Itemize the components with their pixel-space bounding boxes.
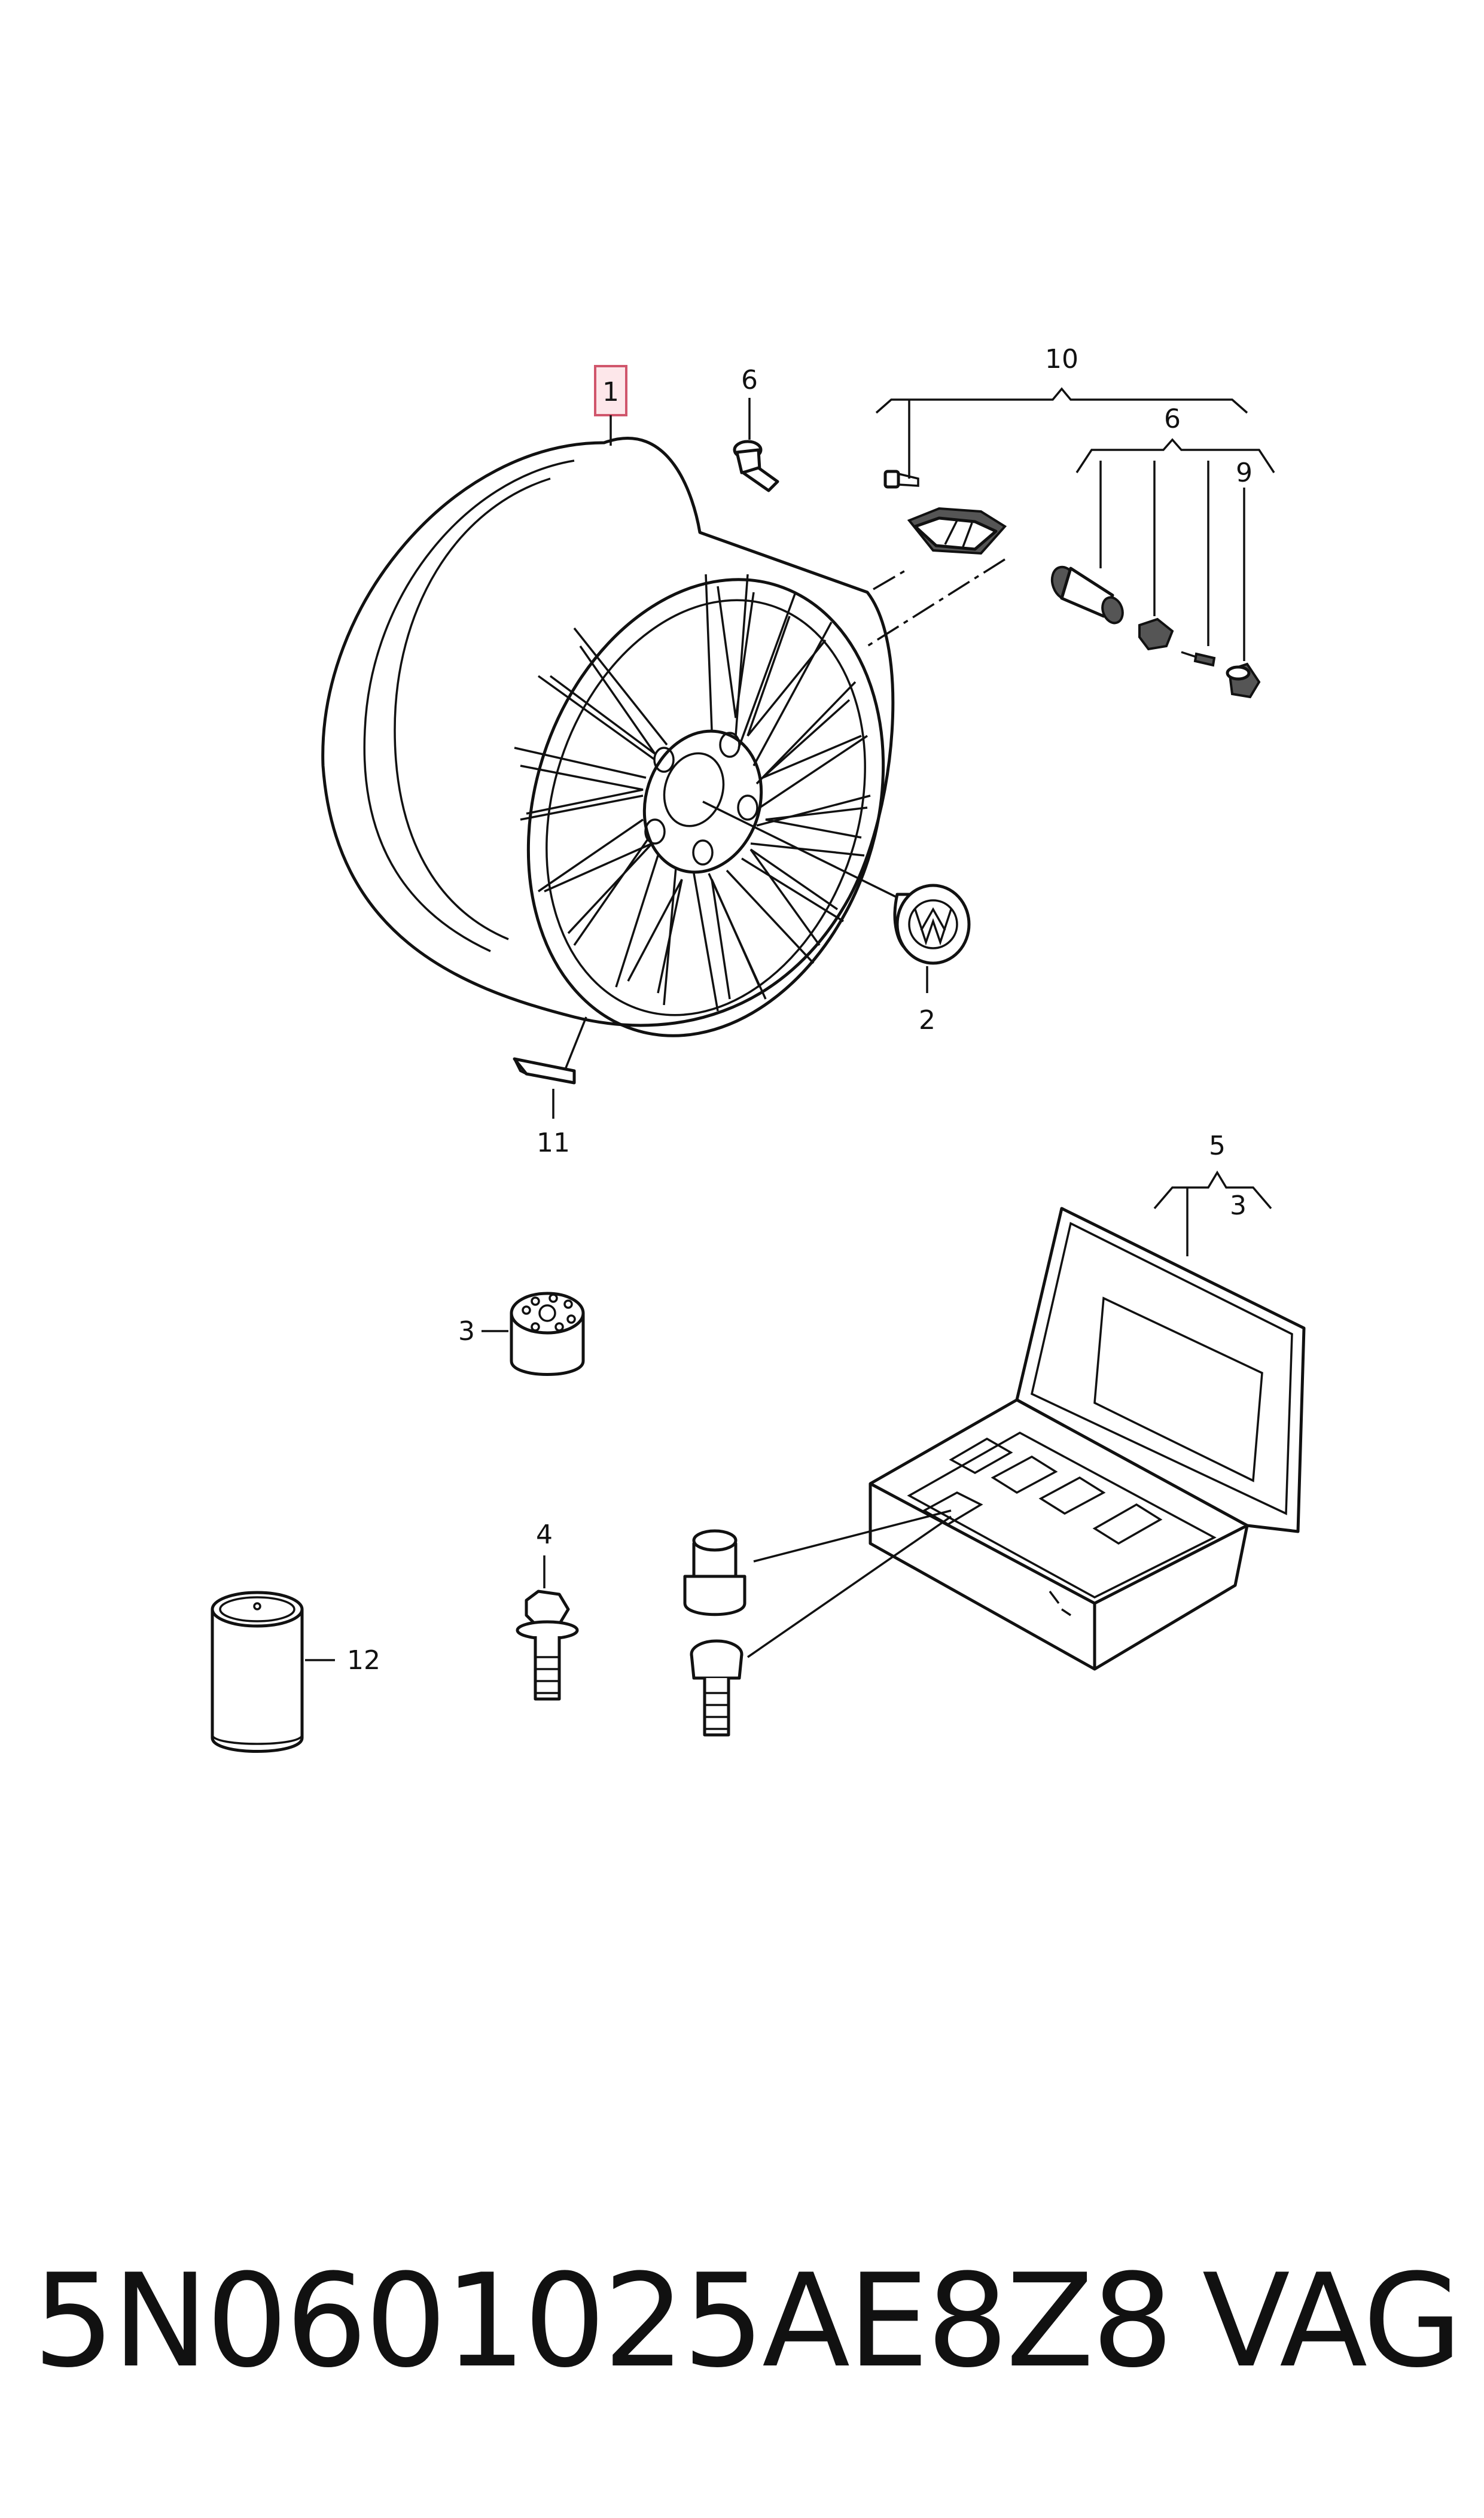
callout-4: 4 [536,1520,553,1550]
tpms-sensor [907,507,1007,555]
valve-cap [1226,662,1261,699]
callout-6-a: 6 [741,365,758,395]
tpms-valve-stem [1050,565,1124,625]
callout-11: 11 [537,1128,570,1158]
alloy-wheel [321,437,895,1037]
valve-stem [733,440,779,492]
valve-nut [1138,617,1174,651]
brand-name: VAG [1202,2246,1462,2396]
callout-9: 9 [1236,458,1253,488]
callout-3-a: 3 [458,1316,475,1347]
wheel-lock-case [869,1207,1306,1671]
center-cap [893,884,971,965]
wheel-bolt [516,1590,579,1701]
callout-3-b: 3 [1230,1191,1247,1221]
sensor-screw [883,470,919,489]
callout-10: 10 [1045,344,1078,374]
callout-6-b: 6 [1164,404,1181,434]
callout-1-box [594,365,627,416]
lock-adapter [510,1292,585,1376]
part-number: 5N0601025AE8Z8 [33,2246,1174,2396]
valve-core [1181,651,1216,667]
balance-weight [513,1057,576,1085]
callout-12: 12 [347,1645,380,1676]
callout-1: 1 [602,377,619,407]
callout-5: 5 [1209,1131,1226,1161]
lock-key-socket [683,1529,746,1616]
callout-2: 2 [919,1005,936,1036]
lock-bolt [690,1639,743,1737]
tire-sealant-can [211,1591,304,1753]
footer: 5N0601025AE8Z8 VAG [0,2246,1484,2396]
